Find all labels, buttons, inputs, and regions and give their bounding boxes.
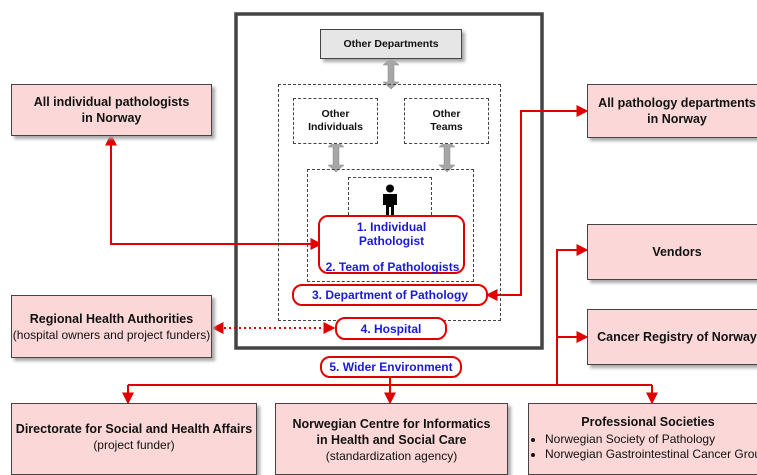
connector-individual — [105, 133, 323, 250]
ncf-subtitle: (standardization agency) — [325, 449, 458, 463]
grey-arrows — [327, 57, 456, 173]
level-2-team: 2. Team of Pathologists — [320, 259, 465, 275]
other-individuals-label: Other Individuals — [308, 108, 363, 133]
regional-title: Regional Health Authorities — [29, 311, 194, 326]
other-departments-label: Other Departments — [343, 37, 439, 50]
level-5-label: 5. Wider Environment — [329, 360, 453, 374]
level-3-department: 3. Department of Pathology — [292, 284, 488, 306]
team-frame — [307, 169, 474, 282]
other-teams-box: Other Teams — [404, 98, 489, 144]
all-pathologists-box: All individual pathologists in Norway — [11, 84, 212, 136]
all-pathologists-label: All individual pathologists in Norway — [33, 95, 190, 125]
regional-health-box: Regional Health Authorities (hospital ow… — [11, 295, 212, 358]
vendors-label: Vendors — [652, 245, 702, 259]
connector-department — [485, 105, 589, 301]
professional-societies-title: Professional Societies — [581, 415, 715, 429]
level-2-label: 2. Team of Pathologists — [325, 260, 460, 274]
other-teams-label: Other Teams — [430, 108, 463, 133]
other-departments-box: Other Departments — [320, 29, 462, 59]
cancer-registry-label: Cancer Registry of Norway — [597, 330, 757, 344]
person-icon — [383, 184, 397, 217]
directorate-title: Directorate for Social and Health Affair… — [15, 422, 253, 436]
level-1-individual: 1. Individual Pathologist — [318, 215, 465, 274]
list-item: Norwegian Gastrointestinal Cancer Grou — [545, 447, 757, 462]
cancer-registry-box: Cancer Registry of Norway — [587, 309, 757, 365]
all-departments-label: All pathology departments in Norway — [598, 96, 756, 126]
connector-vendors — [556, 244, 589, 385]
directorate-box: Directorate for Social and Health Affair… — [11, 403, 257, 475]
other-individuals-box: Other Individuals — [293, 98, 378, 144]
level-4-label: 4. Hospital — [360, 321, 422, 336]
level-3-label: 3. Department of Pathology — [311, 288, 469, 302]
professional-societies-list: Norwegian Society of Pathology Norwegian… — [529, 432, 757, 462]
list-item: Norwegian Society of Pathology — [545, 432, 757, 447]
directorate-subtitle: (project funder) — [93, 438, 175, 452]
level-5-wider-environment: 5. Wider Environment — [320, 356, 462, 378]
regional-subtitle: (hospital owners and project funders) — [12, 327, 211, 342]
ncf-box: Norwegian Centre for Informatics in Heal… — [275, 403, 508, 475]
level-1-label: 1. Individual Pathologist — [356, 220, 427, 248]
level-4-hospital: 4. Hospital — [335, 317, 447, 340]
all-departments-box: All pathology departments in Norway — [587, 84, 757, 138]
ncf-title: Norwegian Centre for Informatics in Heal… — [292, 417, 491, 447]
professional-societies-box: Professional Societies Norwegian Society… — [528, 403, 757, 475]
vendors-box: Vendors — [587, 224, 757, 280]
